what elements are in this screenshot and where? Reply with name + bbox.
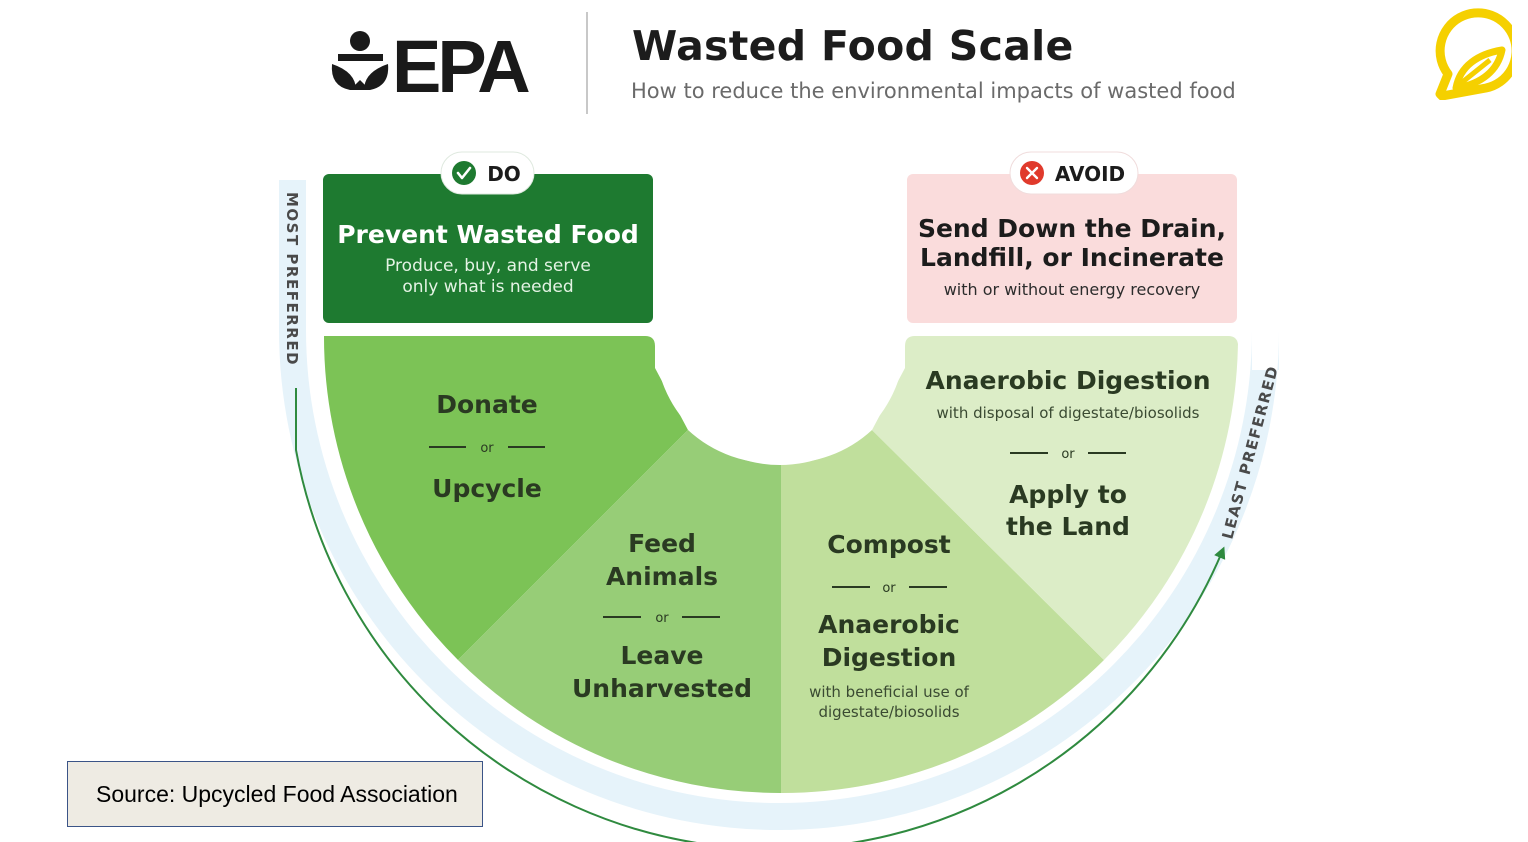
avoid-box	[907, 174, 1237, 323]
leaf-logo-icon	[1435, 8, 1512, 100]
tier-compost	[781, 430, 1104, 794]
avoid-line2: Landfill, or Incinerate	[920, 243, 1224, 272]
compost-or: or	[882, 581, 896, 596]
land-line2: the Land	[1006, 512, 1130, 541]
compost-label: Compost	[827, 530, 951, 559]
donate-label: Donate	[436, 390, 538, 419]
feed-line3: Leave	[620, 641, 703, 670]
epa-flower-icon	[331, 31, 389, 90]
avoid-line1: Send Down the Drain,	[918, 214, 1226, 243]
epa-logo-text: EPA	[392, 25, 529, 102]
do-label: DO	[487, 162, 521, 186]
prevent-line2: only what is needed	[402, 277, 573, 297]
feed-line2: Animals	[606, 562, 718, 591]
header-divider	[586, 12, 588, 114]
source-caption: Source: Upcycled Food Association	[67, 761, 483, 827]
preference-arrow	[295, 388, 1226, 842]
ad-or: or	[1061, 447, 1075, 462]
source-text: Source: Upcycled Food Association	[96, 780, 458, 807]
feed-line4: Unharvested	[572, 674, 752, 703]
donate-or: or	[480, 441, 494, 456]
compost-note1: with beneficial use of	[809, 683, 970, 701]
compost-line2: Digestion	[822, 643, 957, 672]
page-title: Wasted Food Scale	[632, 22, 1074, 70]
tier-feed-animals	[458, 430, 781, 794]
avoid-label: AVOID	[1055, 162, 1125, 186]
do-badge: DO	[440, 151, 535, 195]
avoid-badge: AVOID	[1009, 151, 1139, 195]
center-arc	[655, 336, 905, 465]
land-line1: Apply to	[1009, 480, 1127, 509]
compost-line1: Anaerobic	[818, 610, 960, 639]
most-preferred-label: MOST PREFERRED	[283, 192, 301, 366]
prevent-box	[323, 174, 653, 323]
ad-label: Anaerobic Digestion	[925, 366, 1210, 395]
tier-donate	[323, 336, 688, 660]
feed-line1: Feed	[628, 529, 696, 558]
check-icon	[452, 161, 476, 185]
epa-logo: EPA	[331, 25, 533, 102]
upcycle-label: Upcycle	[432, 474, 542, 503]
compost-note2: digestate/biosolids	[818, 703, 959, 721]
prevent-line1: Produce, buy, and serve	[385, 256, 591, 276]
page-subtitle: How to reduce the environmental impacts …	[631, 79, 1236, 103]
prevent-title: Prevent Wasted Food	[337, 220, 639, 249]
ad-note: with disposal of digestate/biosolids	[937, 404, 1200, 422]
feed-or: or	[655, 611, 669, 626]
tier-anaerobic-digestion	[872, 336, 1239, 660]
avoid-note: with or without energy recovery	[944, 280, 1201, 299]
